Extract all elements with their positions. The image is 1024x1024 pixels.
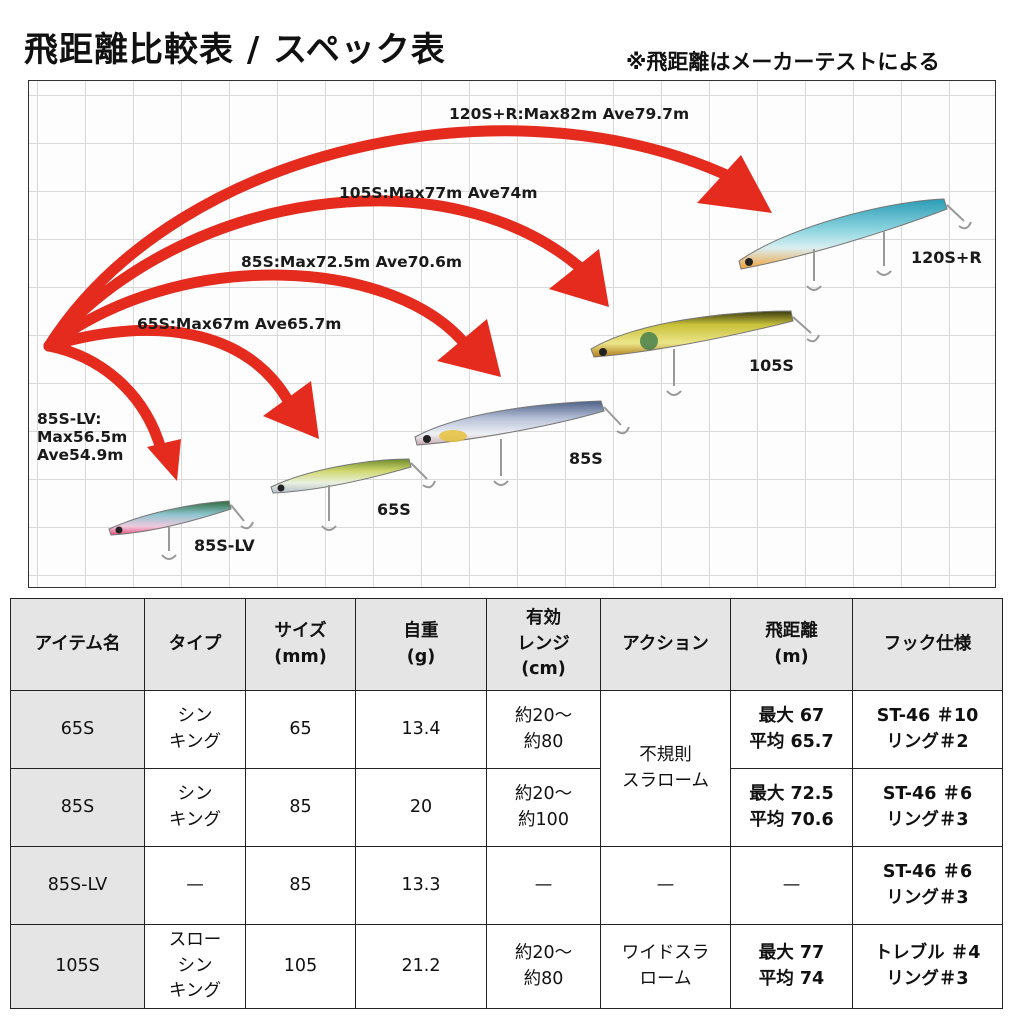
lure-name-120s-r: 120S+R: [911, 248, 982, 267]
header-type: タイプ: [144, 598, 246, 691]
header-weight: 自重 (g): [355, 598, 487, 691]
header-action: アクション: [600, 598, 731, 691]
table-row: 85S シン キング 85 20 約20～ 約100 最大 72.5 平均 70…: [10, 768, 1003, 847]
table-row: 105S スロー シン キング 105 21.2 約20～ 約80 ワイドスラ …: [10, 924, 1003, 1009]
cell-weight: 13.4: [355, 690, 487, 769]
label-85s-lv-distance-1: 85S-LV:: [37, 410, 101, 428]
arrowhead-65s: [263, 381, 319, 439]
cell-type: シン キング: [144, 690, 246, 769]
arrow-curves: [43, 125, 755, 455]
cell-hook: ST-46 ＃6 リング＃3: [852, 768, 1003, 847]
cell-type: スロー シン キング: [144, 924, 246, 1009]
cell-action: —: [600, 846, 731, 925]
header-hook: フック仕様: [852, 598, 1003, 691]
lure-105s: [590, 310, 820, 396]
lure-85s-lv: [108, 500, 254, 560]
cell-distance: 最大 67 平均 65.7: [730, 690, 853, 769]
spec-table: アイテム名 タイプ サイズ (mm) 自重 (g) 有効 レンジ (cm) アク…: [10, 598, 1003, 1009]
header-item-name: アイテム名: [10, 598, 145, 691]
header-range: 有効 レンジ (cm): [486, 598, 601, 691]
arrowhead-105s: [549, 249, 609, 307]
cell-type: —: [144, 846, 246, 925]
label-105s-distance: 105S:Max77m Ave74m: [339, 184, 538, 202]
arrow-heads: [147, 155, 772, 481]
cell-hook: トレブル ＃4 リング＃3: [852, 924, 1003, 1009]
page-title: 飛距離比較表 / スペック表: [24, 30, 446, 70]
cell-weight: 21.2: [355, 924, 487, 1009]
cell-action: 不規則 スラローム: [600, 690, 731, 847]
cell-type: シン キング: [144, 768, 246, 847]
table-row: 65S シン キング 65 13.4 約20～ 約80 不規則 スラローム 最大…: [10, 690, 1003, 847]
arrowhead-85s-lv: [147, 439, 181, 481]
table-header-row: アイテム名 タイプ サイズ (mm) 自重 (g) 有効 レンジ (cm) アク…: [10, 598, 1003, 691]
lure-name-85s-lv: 85S-LV: [194, 536, 255, 555]
cell-size: 85: [245, 846, 356, 925]
lure-name-105s: 105S: [749, 356, 794, 375]
lure-name-65s: 65S: [377, 500, 411, 519]
cell-action: ワイドスラ ローム: [600, 924, 731, 1009]
table-row: 85S-LV — 85 13.3 — — — ST-46 ＃6 リング＃3: [10, 846, 1003, 925]
cell-range: —: [486, 846, 601, 925]
label-85s-distance: 85S:Max72.5m Ave70.6m: [241, 253, 462, 271]
label-85s-lv-distance-3: Ave54.9m: [37, 446, 123, 464]
arrowhead-120s-r: [697, 155, 772, 213]
cell-distance: 最大 77 平均 74: [730, 924, 853, 1009]
header-size: サイズ (mm): [245, 598, 356, 691]
cell-size: 105: [245, 924, 356, 1009]
cell-item-name: 65S: [10, 690, 145, 769]
label-85s-lv-distance-2: Max56.5m: [37, 428, 127, 446]
cell-hook: ST-46 ＃6 リング＃3: [852, 846, 1003, 925]
cell-range: 約20～ 約80: [486, 924, 601, 1009]
cell-range: 約20～ 約100: [486, 768, 601, 847]
arrowhead-85s: [437, 319, 501, 377]
cell-weight: 13.3: [355, 846, 487, 925]
arrow-105s: [43, 195, 590, 352]
distance-note: ※飛距離はメーカーテストによる: [626, 50, 940, 74]
label-65s-distance: 65S:Max67m Ave65.7m: [137, 315, 341, 333]
arrow-65s: [43, 324, 297, 412]
cell-range: 約20～ 約80: [486, 690, 601, 769]
lure-120s-r: [738, 198, 972, 291]
cell-distance: —: [730, 846, 853, 925]
lure-65s: [270, 458, 436, 531]
arrow-85s-lv: [43, 340, 167, 455]
cell-size: 85: [245, 768, 356, 847]
arrow-85s: [43, 269, 475, 355]
lure-name-85s: 85S: [569, 449, 603, 468]
arrow-120s-r: [43, 125, 755, 352]
lure-85s: [414, 400, 630, 486]
label-120s-r-distance: 120S+R:Max82m Ave79.7m: [449, 105, 689, 123]
cell-hook: ST-46 ＃10 リング＃2: [852, 690, 1003, 769]
cell-item-name: 105S: [10, 924, 145, 1009]
cell-item-name: 85S: [10, 768, 145, 847]
header-distance: 飛距離 (m): [730, 598, 853, 691]
distance-chart-svg: 120S+R:Max82m Ave79.7m 105S:Max77m Ave74…: [37, 105, 982, 560]
cell-distance: 最大 72.5 平均 70.6: [730, 768, 853, 847]
distance-chart: 120S+R:Max82m Ave79.7m 105S:Max77m Ave74…: [28, 80, 996, 588]
cell-weight: 20: [355, 768, 487, 847]
cell-item-name: 85S-LV: [10, 846, 145, 925]
cell-size: 65: [245, 690, 356, 769]
